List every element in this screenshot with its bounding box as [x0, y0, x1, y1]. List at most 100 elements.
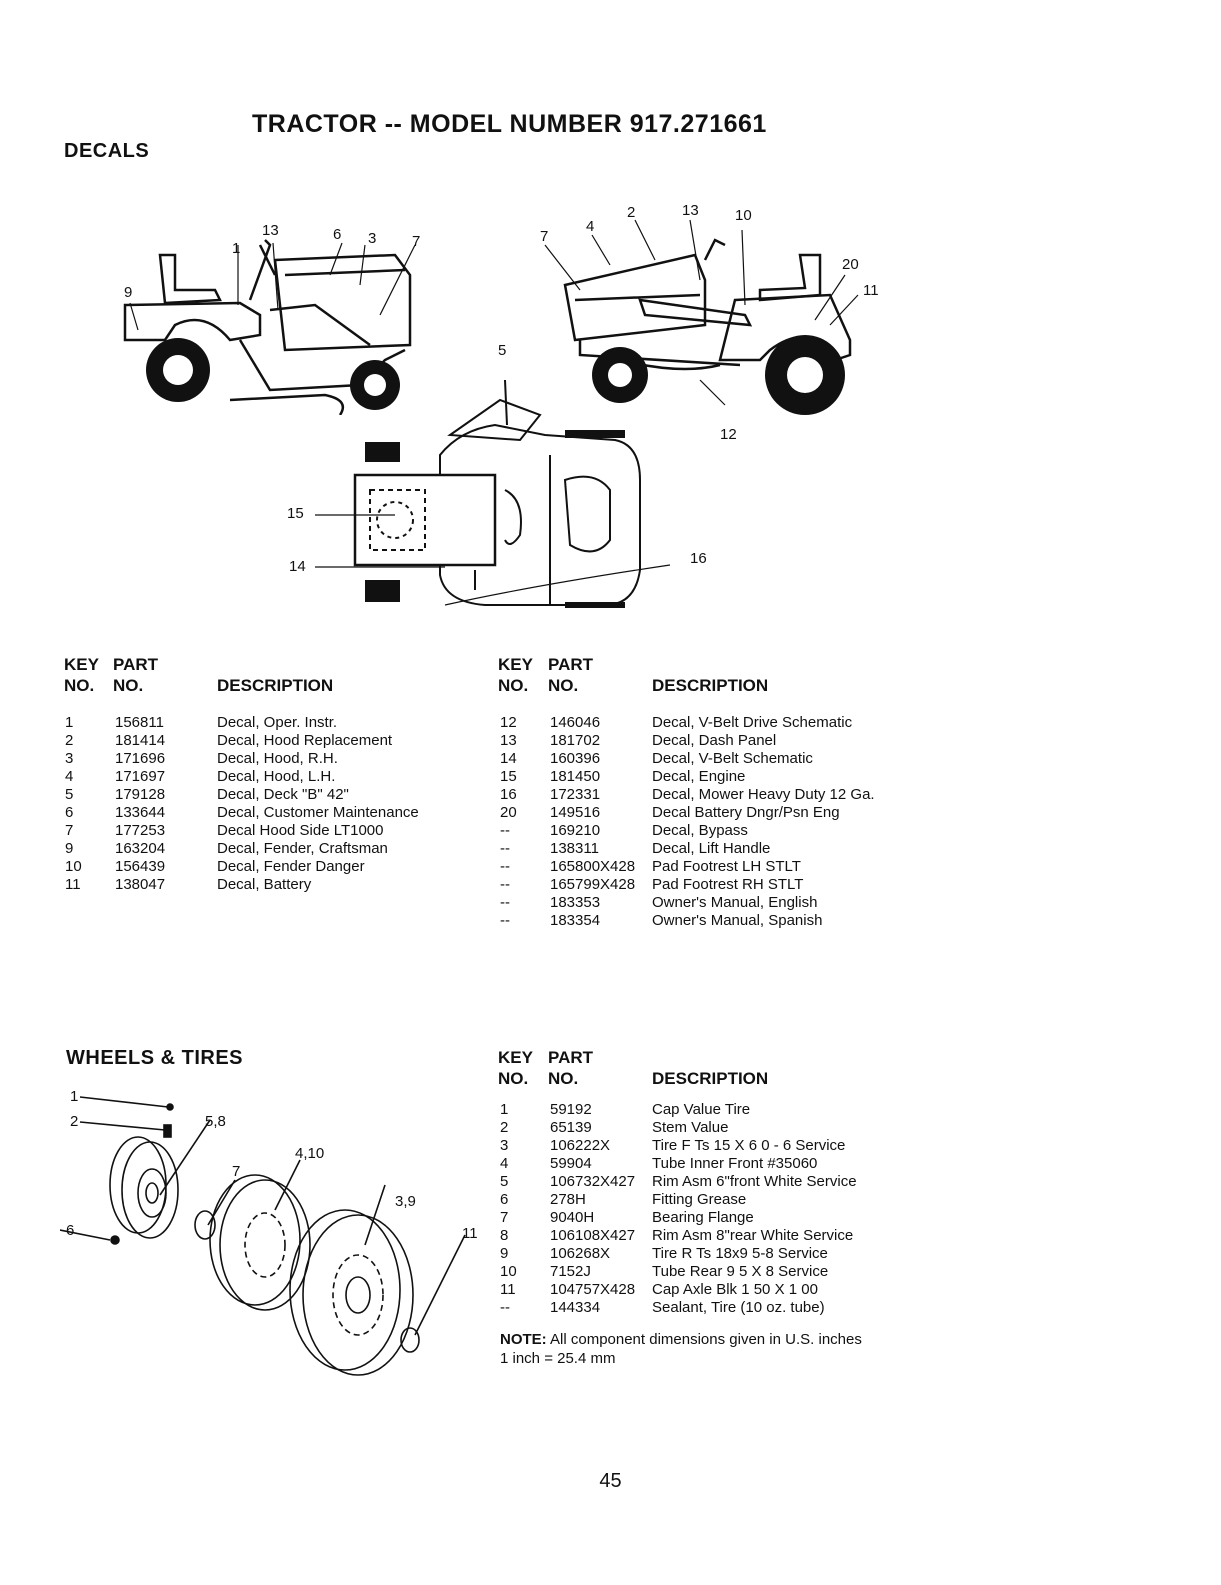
- key-no: 9: [65, 840, 74, 857]
- key-no: 6: [65, 804, 74, 821]
- description: Decal, Battery: [217, 876, 312, 893]
- right-key-header: KEY: [498, 655, 533, 674]
- callout-3: 3: [368, 230, 377, 247]
- key-no: 13: [500, 732, 517, 749]
- description: Decal, Hood, R.H.: [217, 750, 338, 767]
- key-no: 15: [500, 768, 517, 785]
- deck-engine-top-view-illustration: [315, 380, 671, 608]
- part-no: 59192: [550, 1101, 592, 1118]
- key-no: --: [500, 822, 510, 839]
- key-no: 3: [500, 1137, 509, 1154]
- part-no: 156439: [115, 858, 166, 875]
- wheel-assembly-exploded-illustration: [60, 1096, 466, 1376]
- callout-12: 12: [720, 426, 737, 443]
- key-no: 5: [500, 1173, 509, 1190]
- callout-4: 4: [586, 218, 595, 235]
- description: Decal, V-Belt Drive Schematic: [652, 714, 853, 731]
- part-no: 104757X428: [550, 1281, 636, 1298]
- wheels-part-header-2: NO.: [548, 1069, 579, 1088]
- part-no: 165800X428: [550, 858, 636, 875]
- callout-9: 9: [124, 284, 133, 301]
- key-no: 4: [65, 768, 74, 785]
- part-no: 156811: [115, 714, 164, 731]
- right-part-header: PART: [548, 655, 594, 674]
- right-description-header: DESCRIPTION: [652, 676, 769, 695]
- description: Cap Value Tire: [652, 1101, 751, 1118]
- table-row: 10 156439 Decal, Fender Danger: [65, 858, 465, 876]
- key-no: 1: [65, 714, 74, 731]
- part-no: 172331: [550, 786, 601, 803]
- wheels-key-header: KEY: [498, 1048, 533, 1067]
- callout-6: 6: [333, 226, 342, 243]
- note-text: All component dimensions given in U.S. i…: [550, 1331, 862, 1348]
- dimension-note: NOTE: All component dimensions given in …: [500, 1331, 862, 1349]
- wheel-callout-7: 7: [232, 1163, 241, 1180]
- description: Decal Battery Dngr/Psn Eng: [652, 804, 840, 821]
- callout-14: 14: [289, 558, 306, 575]
- callout-13b: 13: [682, 202, 699, 219]
- part-no: 171696: [115, 750, 166, 767]
- description: Decal, Fender, Craftsman: [217, 840, 388, 857]
- part-no: 183354: [550, 912, 601, 929]
- key-no: 10: [65, 858, 82, 875]
- wheels-part-header: PART: [548, 1048, 594, 1067]
- wheel-callout-1: 1: [70, 1088, 79, 1105]
- callout-16: 16: [690, 550, 707, 567]
- part-no: 7152J: [550, 1263, 591, 1280]
- key-no: 14: [500, 750, 517, 767]
- description: Tube Inner Front #35060: [652, 1155, 818, 1172]
- callout-1: 1: [232, 240, 241, 257]
- description: Fitting Grease: [652, 1191, 747, 1208]
- callout-7: 7: [412, 233, 421, 250]
- key-no: --: [500, 1299, 510, 1316]
- part-no: 149516: [550, 804, 601, 821]
- description: Tube Rear 9 5 X 8 Service: [652, 1263, 829, 1280]
- part-no: 146046: [550, 714, 601, 731]
- part-no: 106108X427: [550, 1227, 636, 1244]
- table-row: -- 138311 Decal, Lift Handle: [500, 840, 920, 858]
- part-no: 65139: [550, 1119, 592, 1136]
- part-no: 59904: [550, 1155, 592, 1172]
- part-no: 9040H: [550, 1209, 595, 1226]
- key-no: --: [500, 840, 510, 857]
- callout-11: 11: [863, 282, 879, 299]
- description: Decal, Fender Danger: [217, 858, 365, 875]
- part-no: 177253: [115, 822, 166, 839]
- description: Decal, Dash Panel: [652, 732, 777, 749]
- description: Owner's Manual, Spanish: [652, 912, 823, 929]
- key-no: 7: [65, 822, 74, 839]
- description: Pad Footrest LH STLT: [652, 858, 801, 875]
- wheel-callout-11: 11: [462, 1225, 478, 1242]
- key-no: 8: [500, 1227, 509, 1244]
- description: Decal, Hood, L.H.: [217, 768, 336, 785]
- wheel-callout-6: 6: [66, 1222, 75, 1239]
- key-no: 11: [65, 876, 81, 893]
- key-no: 11: [500, 1281, 516, 1298]
- description: Rim Asm 6"front White Service: [652, 1173, 857, 1190]
- part-no: 138311: [550, 840, 599, 857]
- part-no: 163204: [115, 840, 166, 857]
- key-no: 7: [500, 1209, 509, 1226]
- part-no: 106732X427: [550, 1173, 636, 1190]
- description: Rim Asm 8"rear White Service: [652, 1227, 854, 1244]
- description: Decal, Lift Handle: [652, 840, 771, 857]
- part-no: 160396: [550, 750, 601, 767]
- key-no: --: [500, 876, 510, 893]
- part-no: 165799X428: [550, 876, 636, 893]
- part-no: 181702: [550, 732, 601, 749]
- description: Decal, Engine: [652, 768, 746, 785]
- page-number: 45: [599, 1470, 622, 1492]
- wheel-callout-5-8: 5,8: [205, 1113, 226, 1130]
- key-no: --: [500, 894, 510, 911]
